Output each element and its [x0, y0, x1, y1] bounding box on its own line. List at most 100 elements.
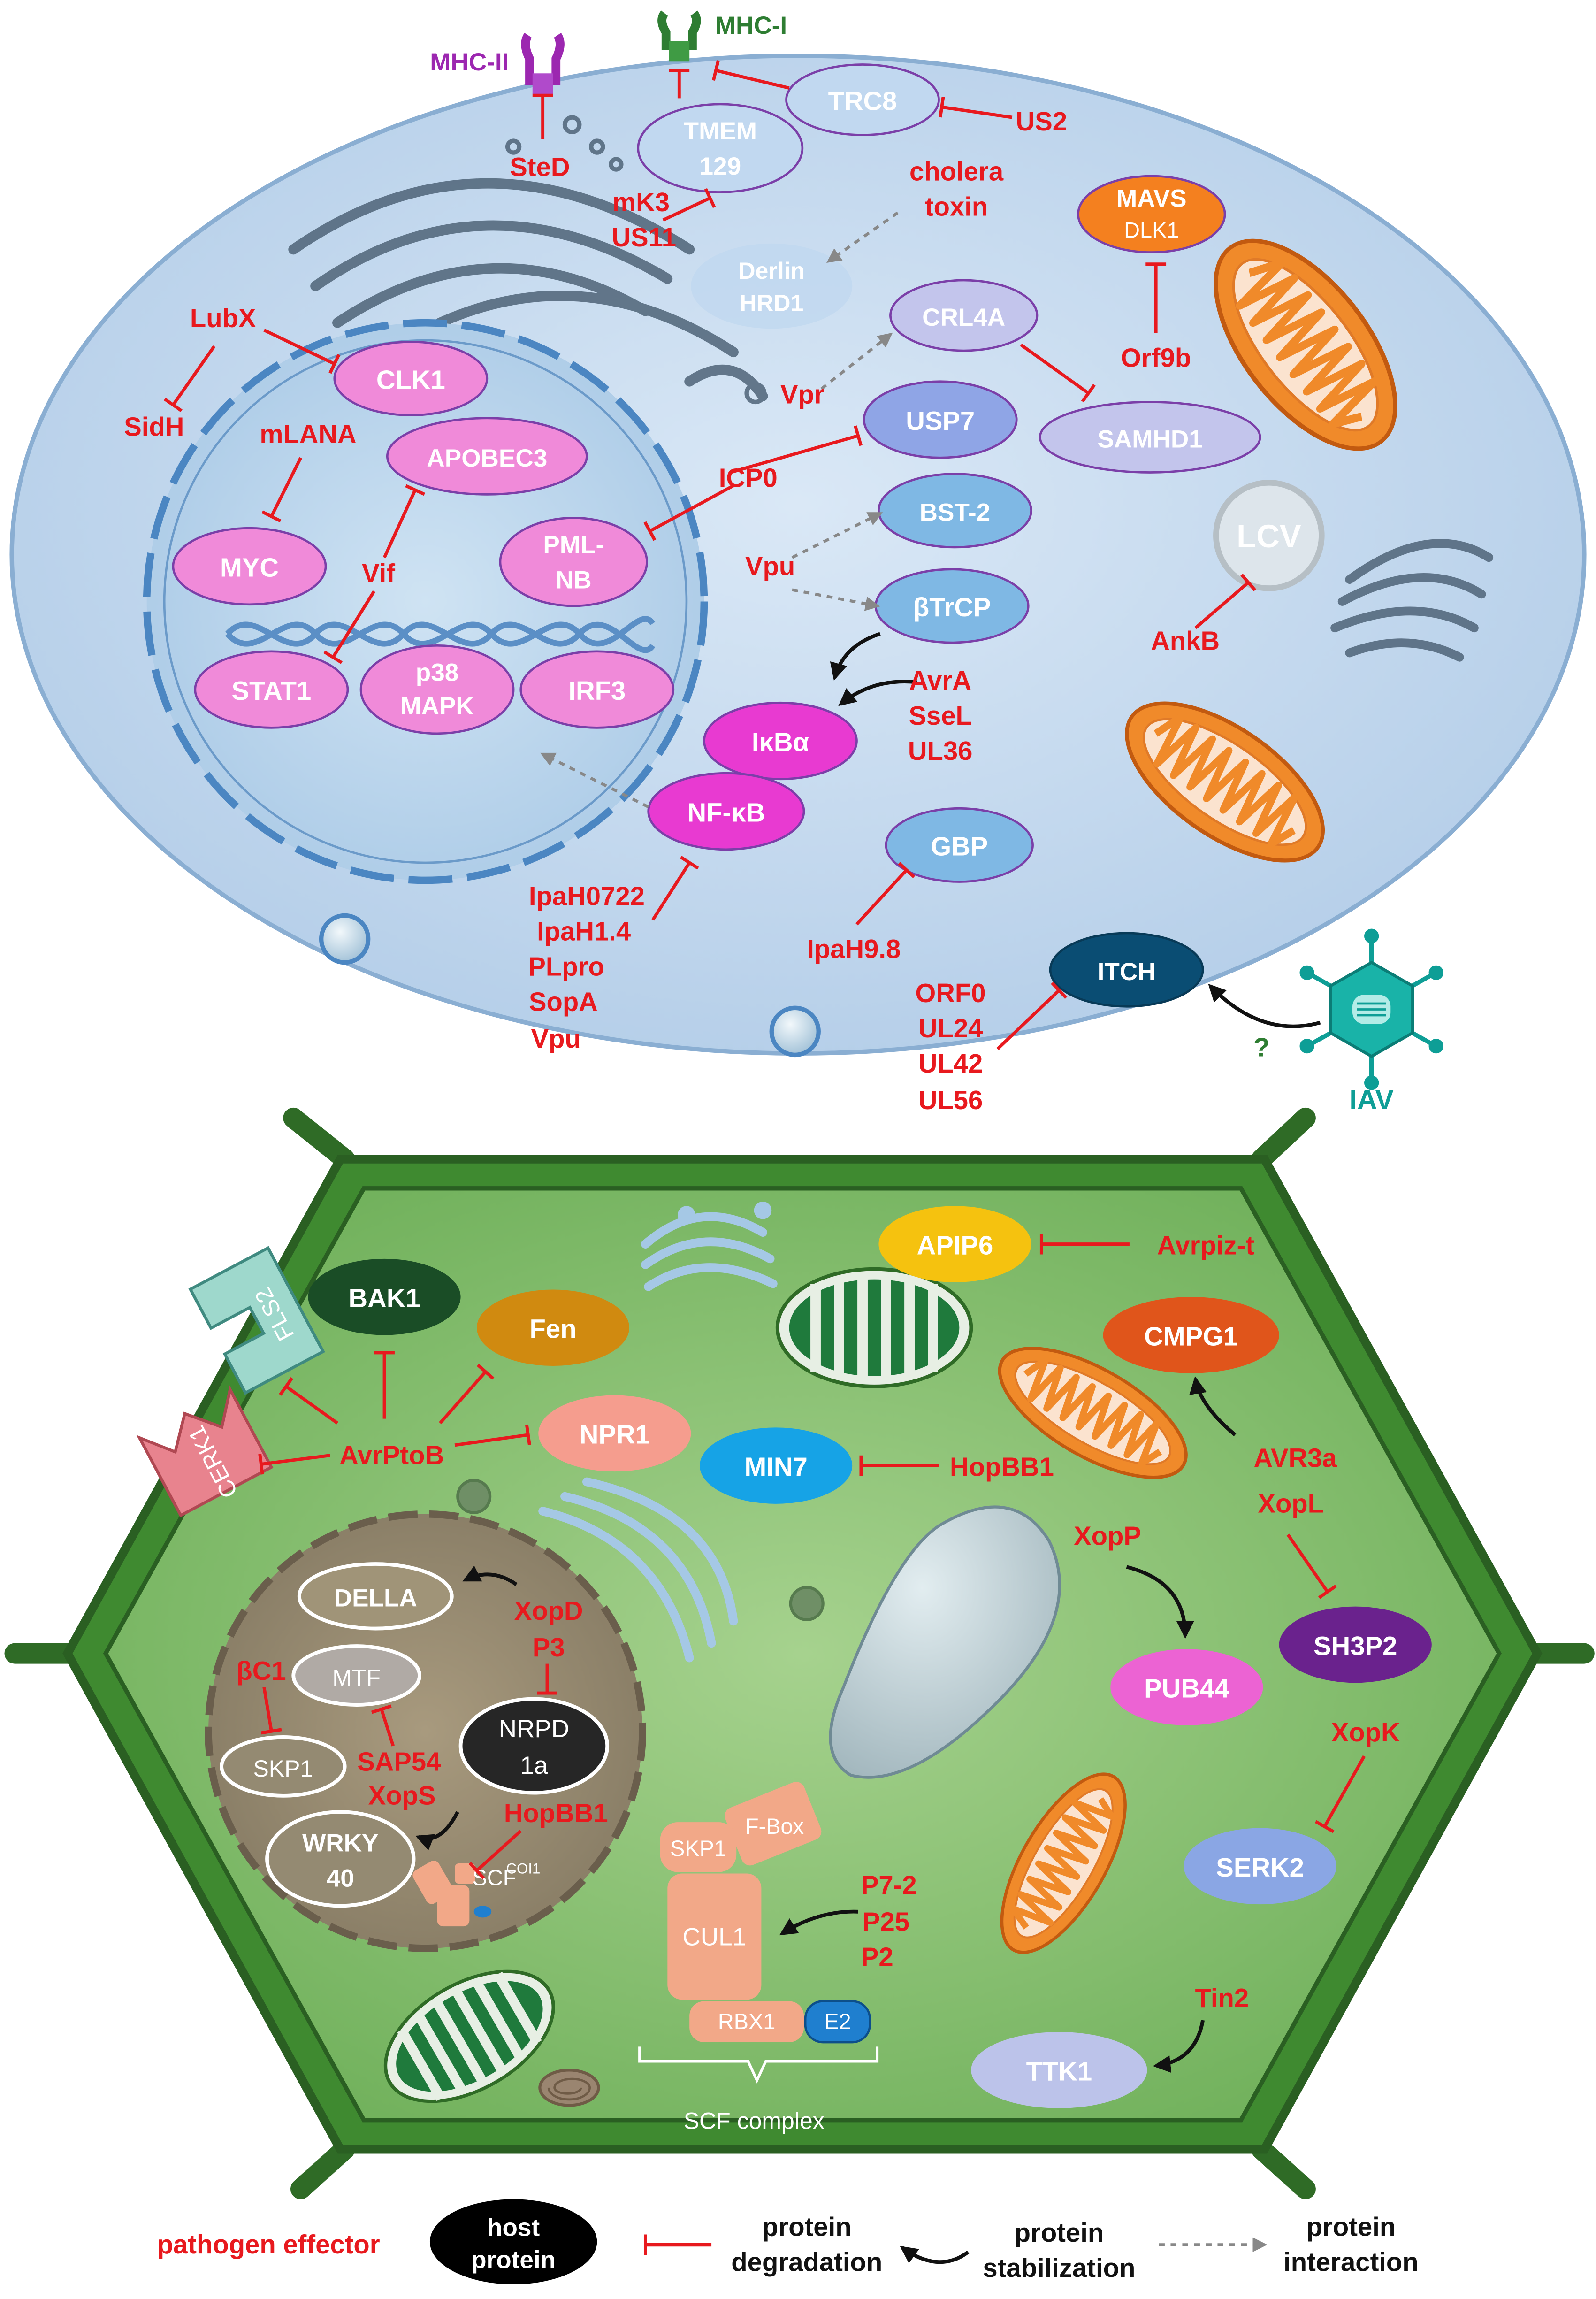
effector-vpr: Vpr: [780, 380, 825, 409]
effector-toxin: toxin: [925, 192, 988, 221]
effector-sidh: SidH: [124, 412, 184, 441]
effector-ipah9-8: IpaH9.8: [807, 934, 901, 964]
effector-labels-plant: AvrPtoB HopBB1 Avrpiz-t AVR3a XopL XopP …: [236, 1230, 1400, 2012]
effector-avr3a: AVR3a: [1254, 1443, 1337, 1473]
host-protein-serk2: SERK2: [1184, 1828, 1336, 1905]
svg-text:USP7: USP7: [906, 406, 975, 436]
host-protein-wrky40: WRKY 40: [265, 1810, 416, 1908]
svg-text:MAPK: MAPK: [400, 692, 473, 720]
effector-vif: Vif: [362, 559, 395, 588]
golgi-apparatus-plant-top: [641, 1201, 778, 1291]
scf-complex: F-Box SKP1 CUL1 RBX1 E2 SCF complex: [638, 1782, 879, 2134]
svg-text:GBP: GBP: [931, 831, 988, 861]
svg-text:DLK1: DLK1: [1124, 218, 1179, 242]
svg-text:MYC: MYC: [220, 552, 279, 582]
svg-text:SKP1: SKP1: [253, 1755, 313, 1782]
host-protein-apobec3: APOBEC3: [386, 417, 588, 496]
effector-ul42: UL42: [918, 1049, 983, 1078]
legend-stabilization-line2: stabilization: [983, 2253, 1135, 2283]
svg-text:p38: p38: [416, 659, 459, 686]
stabilization-arrows-animal: [830, 632, 1321, 1028]
effector-tin2: Tin2: [1195, 1983, 1249, 2013]
svg-text:129: 129: [700, 153, 741, 180]
host-protein-irf3: IRF3: [519, 650, 675, 729]
svg-text:CRL4A: CRL4A: [922, 304, 1005, 331]
svg-text:ITCH: ITCH: [1098, 958, 1156, 986]
host-protein-mtf: MTF: [291, 1644, 421, 1707]
effector-vpu-2: Vpu: [531, 1024, 581, 1053]
svg-text:IκBα: IκBα: [752, 727, 809, 757]
svg-text:1a: 1a: [520, 1752, 548, 1779]
host-protein-npr1: NPR1: [538, 1395, 691, 1472]
effector-xopd: XopD: [514, 1596, 583, 1625]
vesicle: [456, 1479, 492, 1514]
effector-hopbb1-nuclear: HopBB1: [504, 1798, 608, 1828]
cerk1-receptor-icon: CERK1: [136, 1385, 274, 1517]
lcv-label: LCV: [1237, 518, 1301, 554]
effector-ipah1-4: IpaH1.4: [537, 917, 631, 946]
svg-text:CLK1: CLK1: [376, 365, 445, 394]
effector-ipah0722: IpaH0722: [529, 881, 645, 911]
svg-text:F-Box: F-Box: [745, 1814, 804, 1839]
host-protein-crl4a: CRL4A: [889, 279, 1039, 352]
host-protein-sh3p2: SH3P2: [1279, 1606, 1432, 1683]
legend-interaction-line2: interaction: [1283, 2247, 1419, 2277]
degradation-arrows-plant: [258, 1234, 1366, 1879]
stabilization-arrows-plant: [415, 1376, 1237, 2073]
svg-text:SKP1: SKP1: [670, 1836, 726, 1861]
svg-text:NPR1: NPR1: [580, 1420, 650, 1449]
iav-label: IAV: [1349, 1084, 1394, 1115]
fls2-receptor-icon: FLS2: [188, 1246, 325, 1395]
svg-text:CUL1: CUL1: [682, 1923, 746, 1951]
effector-ssel: SseL: [909, 701, 971, 730]
effector-avra: AvrA: [909, 666, 971, 695]
svg-text:IRF3: IRF3: [568, 676, 626, 705]
question-mark-label: ?: [1253, 1033, 1269, 1062]
host-protein-cmpg1: CMPG1: [1103, 1297, 1279, 1373]
dna-helix: [225, 616, 656, 653]
effector-orf9b: Orf9b: [1121, 343, 1191, 372]
svg-text:HRD1: HRD1: [740, 290, 803, 316]
legend-host-protein-swatch: [429, 2199, 597, 2284]
effector-cholera: cholera: [909, 156, 1004, 186]
svg-text:NRPD: NRPD: [499, 1715, 570, 1743]
svg-text:βTrCP: βTrCP: [913, 592, 991, 622]
effector-plpro: PLpro: [528, 952, 604, 981]
effector-us11: US11: [611, 222, 676, 252]
scf-e2: [804, 2000, 871, 2044]
effector-avrptob: AvrPtoB: [339, 1440, 444, 1470]
svg-text:SERK2: SERK2: [1216, 1853, 1304, 1882]
legend-host-protein-line2: protein: [471, 2246, 556, 2274]
svg-text:NB: NB: [556, 566, 592, 594]
mhc-i-label: MHC-I: [715, 12, 787, 39]
host-protein-ttk1: TTK1: [971, 2032, 1147, 2108]
svg-text:DELLA: DELLA: [334, 1585, 417, 1612]
spiral-organelle-icon: [538, 2069, 600, 2107]
effector-p2: P2: [861, 1942, 893, 1971]
effector-hopbb1: HopBB1: [950, 1452, 1054, 1481]
legend-degradation-line2: degradation: [731, 2247, 882, 2277]
svg-text:BAK1: BAK1: [348, 1283, 420, 1313]
vesicle: [319, 913, 371, 965]
effector-icp0: ICP0: [719, 463, 778, 493]
legend-stabilization-symbol: [900, 2245, 970, 2264]
host-protein-derlin-hrd1: Derlin HRD1: [691, 243, 853, 329]
host-protein-samhd1: SAMHD1: [1039, 401, 1261, 474]
effector-ul24: UL24: [918, 1013, 983, 1043]
host-protein-stat1: STAT1: [194, 650, 349, 729]
host-protein-bst2: BST-2: [878, 473, 1032, 549]
svg-text:SAMHD1: SAMHD1: [1098, 425, 1203, 453]
effector-sopa: SopA: [529, 987, 598, 1017]
effector-p25: P25: [863, 1907, 909, 1936]
svg-text:E2: E2: [824, 2009, 851, 2034]
legend-degradation-line1: protein: [762, 2212, 852, 2242]
legend-interaction-line1: protein: [1306, 2212, 1396, 2242]
vesicle: [769, 1005, 821, 1058]
effector-p3: P3: [533, 1632, 565, 1662]
effector-sted: SteD: [510, 152, 570, 182]
host-protein-fen: Fen: [476, 1289, 630, 1366]
host-protein-pub44: PUB44: [1110, 1649, 1263, 1725]
endoplasmic-reticulum: [288, 115, 768, 405]
svg-text:TMEM: TMEM: [684, 117, 757, 145]
svg-text:APOBEC3: APOBEC3: [427, 444, 547, 472]
